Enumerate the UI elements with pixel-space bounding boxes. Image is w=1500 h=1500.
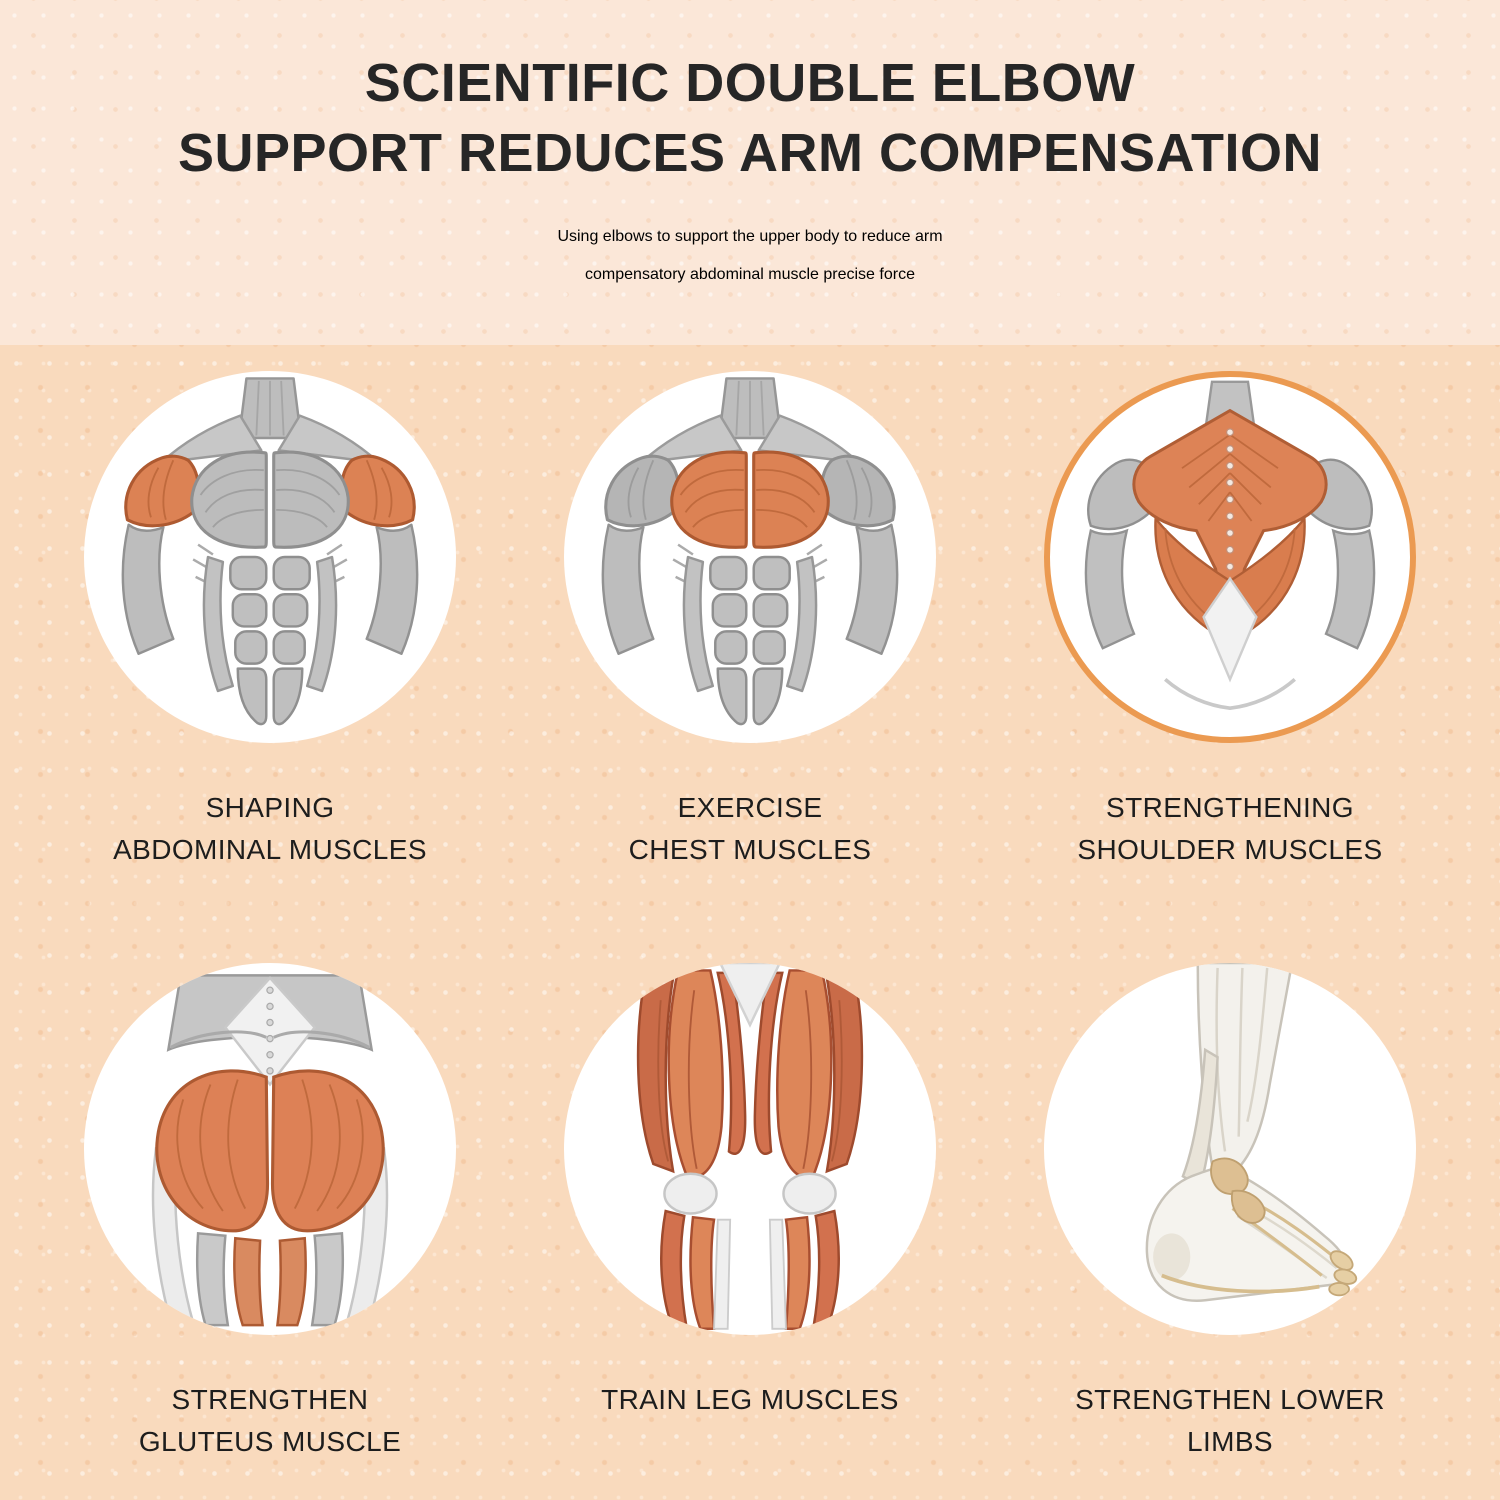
subtitle-line-1: Using elbows to support the upper body t… (557, 227, 943, 245)
front-torso-shoulders-highlighted-illustration (84, 371, 456, 743)
front-torso-chest-highlighted-illustration (564, 371, 936, 743)
caption-legs: TRAIN LEG MUSCLES (601, 1379, 899, 1475)
card-lower-limbs: STRENGTHEN LOWER LIMBS (1044, 963, 1416, 1475)
caption-line-1: STRENGTHEN (171, 1384, 369, 1415)
caption-line-2: GLUTEUS MUSCLE (138, 1426, 402, 1457)
caption-gluteus: STRENGTHEN GLUTEUS MUSCLE (139, 1379, 401, 1475)
card-chest-muscles: EXERCISE CHEST MUSCLES (564, 371, 936, 883)
caption-abdominal: SHAPING ABDOMINAL MUSCLES (113, 787, 427, 883)
header-section: SCIENTIFIC DOUBLE ELBOW SUPPORT REDUCES … (0, 0, 1500, 345)
caption-line-2: SHOULDER MUSCLES (1077, 834, 1383, 865)
subtitle-line-2: compensatory abdominal muscle precise fo… (585, 265, 915, 283)
leg-muscles-illustration (636, 963, 864, 1331)
shoulder-muscles-circle (1044, 371, 1416, 743)
chest-muscles-circle (564, 371, 936, 743)
caption-line-2: ABDOMINAL MUSCLES (113, 834, 427, 865)
card-gluteus-muscle: STRENGTHEN GLUTEUS MUSCLE (84, 963, 456, 1475)
caption-line-1: EXERCISE (677, 792, 823, 823)
card-leg-muscles: TRAIN LEG MUSCLES (564, 963, 936, 1475)
muscle-benefits-grid: SHAPING ABDOMINAL MUSCLES EXERCISE CHEST… (0, 345, 1500, 1500)
gluteus-muscles-illustration (151, 974, 389, 1327)
caption-line-2: LIMBS (1186, 1426, 1273, 1457)
title-line-1: SCIENTIFIC DOUBLE ELBOW (364, 53, 1136, 114)
lower-limbs-circle (1044, 963, 1416, 1335)
caption-line-2: CHEST MUSCLES (628, 834, 872, 865)
caption-line-1: STRENGTHEN LOWER (1075, 1384, 1385, 1415)
abdominal-muscles-circle (84, 371, 456, 743)
page-title: SCIENTIFIC DOUBLE ELBOW SUPPORT REDUCES … (178, 49, 1322, 187)
gluteus-muscle-circle (84, 963, 456, 1335)
card-abdominal-muscles: SHAPING ABDOMINAL MUSCLES (84, 371, 456, 883)
caption-line-1: STRENGTHENING (1106, 792, 1354, 823)
foot-ankle-illustration (1145, 963, 1358, 1302)
title-line-2: SUPPORT REDUCES ARM COMPENSATION (177, 122, 1323, 183)
leg-muscles-circle (564, 963, 936, 1335)
caption-lower-limbs: STRENGTHEN LOWER LIMBS (1075, 1379, 1385, 1475)
caption-line-1: TRAIN LEG MUSCLES (601, 1384, 899, 1415)
caption-shoulder: STRENGTHENING SHOULDER MUSCLES (1077, 787, 1382, 883)
caption-chest: EXERCISE CHEST MUSCLES (629, 787, 872, 883)
caption-line-1: SHAPING (205, 792, 335, 823)
back-torso-shoulders-highlighted-illustration (1084, 380, 1376, 711)
card-shoulder-muscles: STRENGTHENING SHOULDER MUSCLES (1044, 371, 1416, 883)
